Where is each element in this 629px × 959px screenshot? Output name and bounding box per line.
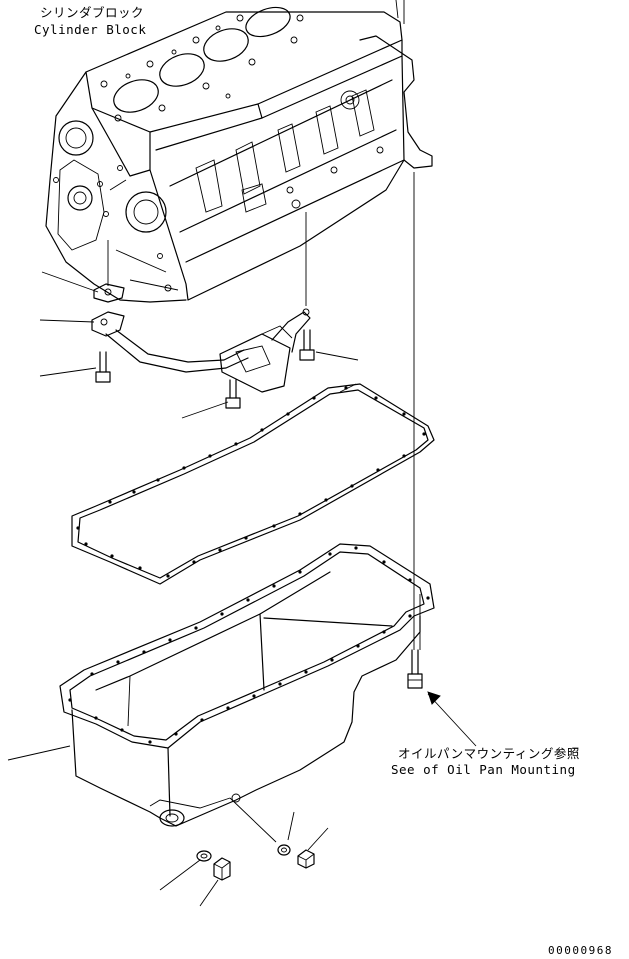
alignment-lines (107, 172, 421, 843)
oil-pan-reference-label-jp: オイルパンマウンティング参照 (398, 746, 580, 761)
cylinder-block (45, 0, 433, 303)
drain-plug (213, 857, 231, 881)
sensor-washer (277, 844, 291, 856)
drawing-code: 00000968 (548, 944, 613, 957)
sensor-plug (297, 849, 315, 869)
pan-bolt-holes (68, 546, 430, 744)
bolt (225, 379, 241, 409)
leader-lines (7, 271, 477, 907)
head-bolt-holes (100, 14, 304, 122)
suction-pipe-assembly (91, 283, 315, 409)
oil-pan-gasket (71, 383, 435, 585)
gasket-bolt-holes (76, 386, 426, 578)
bolt (299, 329, 315, 361)
oil-pan (59, 543, 435, 827)
cylinder-block-label-jp: シリンダブロック (40, 5, 145, 20)
bolt (95, 351, 111, 383)
oil-pan-reference-label-en: See of Oil Pan Mounting (391, 762, 576, 777)
drain-plug-washer (196, 850, 212, 862)
cylinder-block-label-en: Cylinder Block (34, 22, 147, 37)
mounting-bolt (407, 649, 423, 689)
